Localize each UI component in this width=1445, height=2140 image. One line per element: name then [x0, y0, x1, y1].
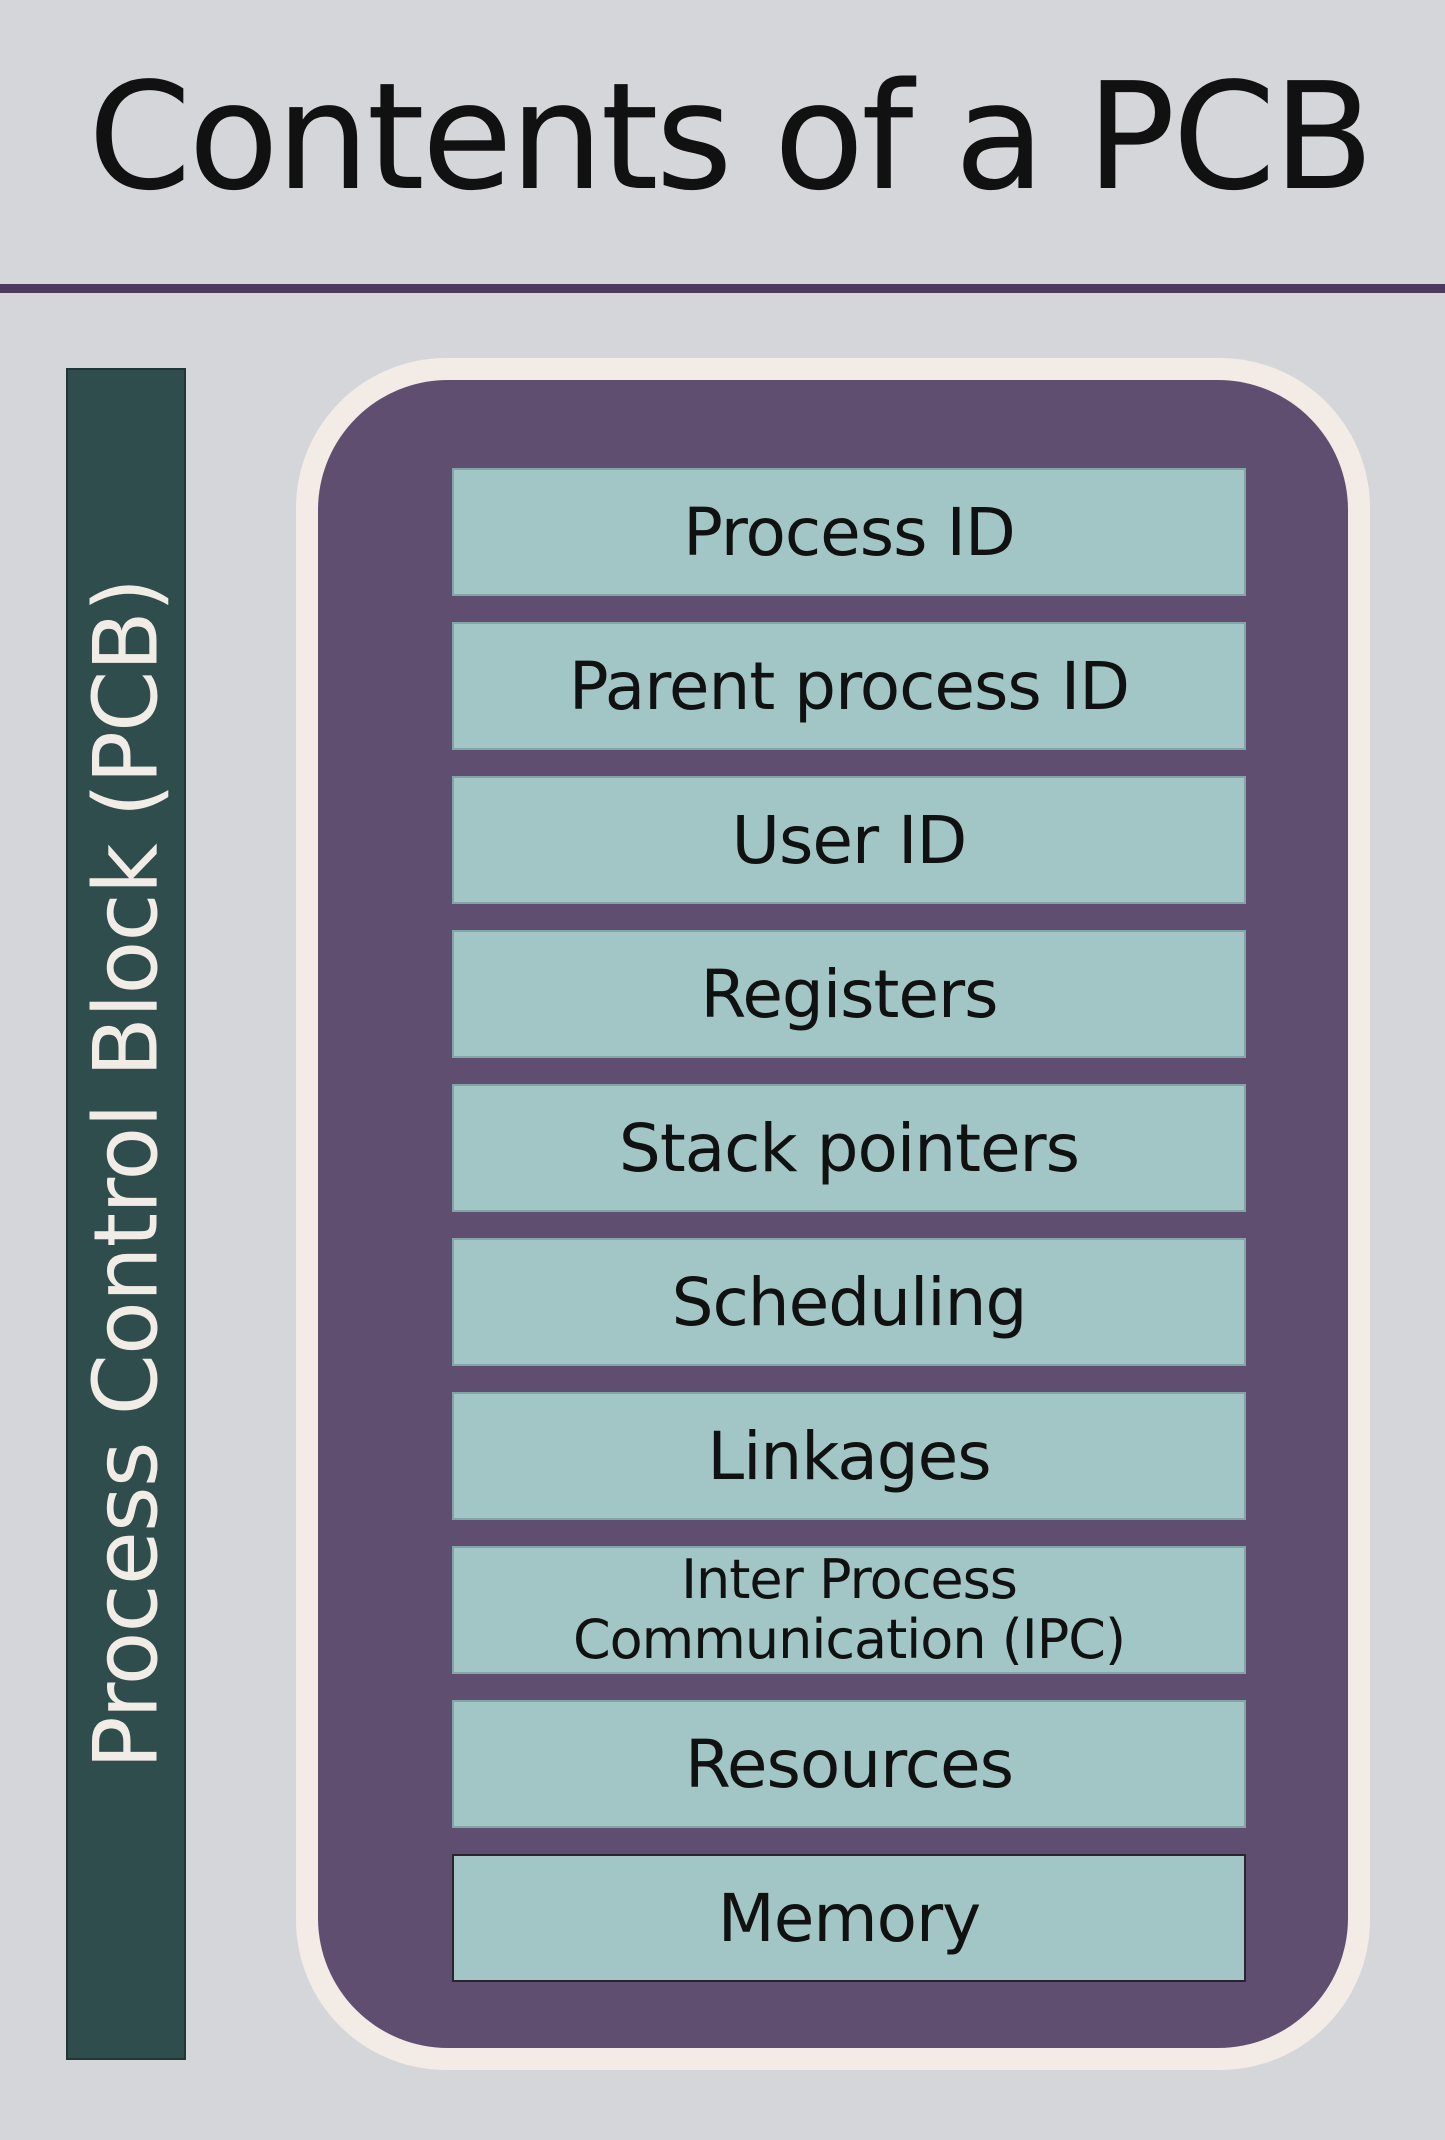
pcb-field-scheduling: Scheduling	[452, 1238, 1246, 1366]
pcb-field-memory: Memory	[452, 1854, 1246, 1982]
pcb-field-label: Registers	[700, 955, 998, 1033]
slide-title: Contents of a PCB	[88, 51, 1374, 223]
pcb-field-label: Inter Process Communication (IPC)	[572, 1548, 1126, 1671]
pcb-field-label: Linkages	[707, 1417, 991, 1495]
pcb-field-process-id: Process ID	[452, 468, 1246, 596]
pcb-side-bar: Process Control Block (PCB)	[66, 368, 186, 2060]
pcb-field-label: Parent process ID	[568, 647, 1130, 725]
pcb-side-label: Process Control Block (PCB)	[74, 578, 178, 1770]
pcb-field-label: Memory	[717, 1879, 981, 1957]
pcb-field-linkages: Linkages	[452, 1392, 1246, 1520]
pcb-field-label: Resources	[684, 1725, 1014, 1803]
pcb-field-resources: Resources	[452, 1700, 1246, 1828]
pcb-field-stack-pointers: Stack pointers	[452, 1084, 1246, 1212]
pcb-field-label: Scheduling	[671, 1263, 1028, 1341]
pcb-field-user-id: User ID	[452, 776, 1246, 904]
pcb-field-label: Stack pointers	[618, 1109, 1080, 1187]
pcb-field-parent-process-id: Parent process ID	[452, 622, 1246, 750]
pcb-field-label: Process ID	[683, 493, 1016, 571]
title-divider	[0, 284, 1445, 293]
pcb-field-ipc: Inter Process Communication (IPC)	[452, 1546, 1246, 1674]
pcb-field-registers: Registers	[452, 930, 1246, 1058]
pcb-field-label: User ID	[731, 801, 968, 879]
